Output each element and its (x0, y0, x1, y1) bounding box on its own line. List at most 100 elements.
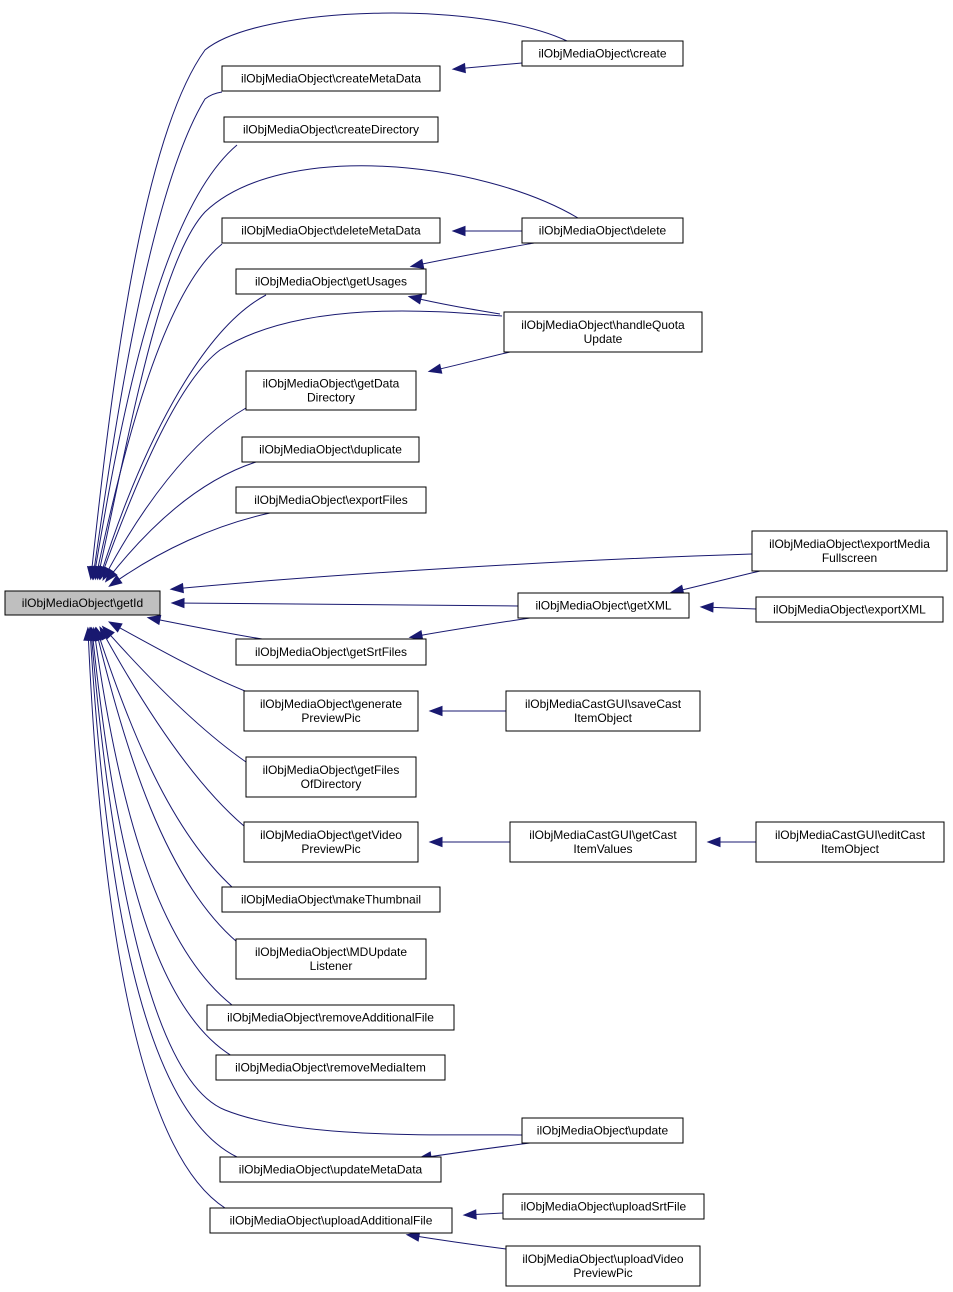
node-box (245, 756, 417, 798)
node-update[interactable]: ilObjMediaObject\update (521, 1117, 684, 1144)
edge-upload-additional-file-to-get-id (87, 629, 226, 1209)
node-upload-additional-file[interactable]: ilObjMediaObject\uploadAdditionalFile (209, 1207, 453, 1234)
node-label-line: Update (584, 332, 623, 346)
arrowhead-upload-additional-file-to-get-id (83, 626, 94, 641)
node-delete-meta-data[interactable]: ilObjMediaObject\deleteMetaData (221, 217, 441, 244)
node-delete[interactable]: ilObjMediaObject\delete (521, 217, 684, 244)
edge-update-meta-data-to-get-id (89, 629, 238, 1158)
node-label-line: ilObjMediaObject\create (538, 47, 666, 61)
node-update-meta-data[interactable]: ilObjMediaObject\updateMetaData (219, 1156, 442, 1183)
node-box (521, 1117, 684, 1144)
node-get-usages[interactable]: ilObjMediaObject\getUsages (235, 268, 427, 295)
node-label-line: PreviewPic (573, 1266, 632, 1280)
node-label-line: Directory (307, 391, 355, 405)
node-box (241, 436, 420, 463)
node-label-line: ilObjMediaObject\duplicate (259, 443, 402, 457)
node-label-line: ilObjMediaObject\createDirectory (243, 123, 419, 137)
node-box (221, 217, 441, 244)
node-label-line: PreviewPic (301, 842, 360, 856)
node-label-line: ilObjMediaObject\uploadSrtFile (521, 1200, 687, 1214)
arrowhead-handle-quota-update-to-get-usages (407, 294, 423, 305)
arrowhead-get-cast-item-values-to-get-video-preview-pic (428, 836, 443, 848)
node-label-line: ilObjMediaObject\getVideo (260, 828, 402, 842)
node-label-line: ilObjMediaObject\updateMetaData (239, 1163, 423, 1177)
edge-export-files-to-get-id (110, 512, 271, 586)
node-label-line: Fullscreen (822, 551, 877, 565)
edge-create-to-create-meta-data (454, 62, 523, 70)
node-box (235, 638, 427, 666)
edge-get-files-of-directory-to-get-id (103, 627, 247, 763)
node-export-files[interactable]: ilObjMediaObject\exportFiles (235, 486, 427, 514)
arrowhead-create-to-create-meta-data (451, 62, 466, 74)
arrowhead-export-media-fullscreen-to-get-id (169, 582, 184, 594)
edge-get-srt-files-to-get-id (149, 617, 269, 641)
node-remove-additional-file[interactable]: ilObjMediaObject\removeAdditionalFile (206, 1004, 455, 1031)
node-create-meta-data[interactable]: ilObjMediaObject\createMetaData (221, 65, 441, 92)
node-label-line: OfDirectory (301, 777, 362, 791)
node-upload-srt-file[interactable]: ilObjMediaObject\uploadSrtFile (502, 1193, 705, 1220)
node-create-directory[interactable]: ilObjMediaObject\createDirectory (223, 116, 439, 143)
node-box (235, 486, 427, 514)
edge-get-data-directory-to-get-id (103, 407, 247, 579)
node-get-srt-files[interactable]: ilObjMediaObject\getSrtFiles (235, 638, 427, 666)
arrowhead-edit-cast-item-object-to-get-cast-item-values (706, 836, 721, 848)
node-box (221, 65, 441, 92)
node-label-line: ilObjMediaObject\exportFiles (254, 493, 407, 507)
node-box (245, 370, 417, 411)
edge-get-xml-to-get-id (173, 602, 519, 607)
nodes-layer: ilObjMediaObject\getId ilObjMediaObject\c… (4, 40, 948, 1287)
edge-export-media-fullscreen-to-get-id (172, 553, 753, 590)
edge-export-media-fullscreen-to-get-xml (672, 570, 761, 593)
node-label-line: ilObjMediaObject\getId (22, 596, 143, 610)
edge-create-to-get-id (90, 12, 568, 578)
node-remove-media-item[interactable]: ilObjMediaObject\removeMediaItem (215, 1054, 446, 1081)
edge-get-xml-to-get-srt-files (411, 617, 531, 638)
node-box (751, 530, 948, 572)
node-label-line: ilObjMediaObject\getSrtFiles (255, 645, 407, 659)
node-label-line: ilObjMediaObject\MDUpdate (255, 945, 407, 959)
edge-create-meta-data-to-get-id (92, 91, 223, 578)
node-label-line: ilObjMediaObject\delete (539, 224, 667, 238)
node-create[interactable]: ilObjMediaObject\create (521, 40, 684, 67)
node-export-xml[interactable]: ilObjMediaObject\exportXML (755, 596, 944, 623)
node-label-line: ItemObject (574, 711, 633, 725)
arrowhead-get-xml-to-get-srt-files (408, 629, 424, 641)
node-box (243, 690, 419, 732)
node-label-line: PreviewPic (301, 711, 360, 725)
node-box (223, 116, 439, 143)
node-make-thumbnail[interactable]: ilObjMediaObject\makeThumbnail (221, 886, 441, 913)
node-label-line: ilObjMediaObject\uploadVideo (522, 1252, 684, 1266)
node-get-id[interactable]: ilObjMediaObject\getId (4, 590, 161, 616)
edge-update-to-update-meta-data (420, 1142, 531, 1159)
edge-remove-additional-file-to-get-id (93, 629, 233, 1006)
node-label-line: ilObjMediaObject\handleQuota (521, 318, 685, 332)
node-label-line: ilObjMediaObject\makeThumbnail (241, 893, 421, 907)
arrowhead-export-files-to-get-id (108, 574, 123, 587)
node-label-line: Listener (310, 959, 353, 973)
node-label-line: ilObjMediaObject\uploadAdditionalFile (230, 1214, 433, 1228)
node-duplicate[interactable]: ilObjMediaObject\duplicate (241, 436, 420, 463)
node-get-xml[interactable]: ilObjMediaObject\getXML (517, 592, 690, 619)
node-box (755, 596, 944, 623)
node-label-line: ilObjMediaObject\removeMediaItem (235, 1061, 426, 1075)
node-label-line: ilObjMediaObject\getUsages (255, 275, 407, 289)
node-box (221, 886, 441, 913)
arrowhead-get-srt-files-to-get-id (146, 614, 162, 626)
node-box (503, 311, 703, 353)
edge-make-thumbnail-to-get-id (96, 629, 234, 889)
edge-remove-media-item-to-get-id (91, 629, 233, 1057)
node-box (243, 821, 419, 863)
node-label-line: ilObjMediaObject\exportXML (773, 603, 926, 617)
